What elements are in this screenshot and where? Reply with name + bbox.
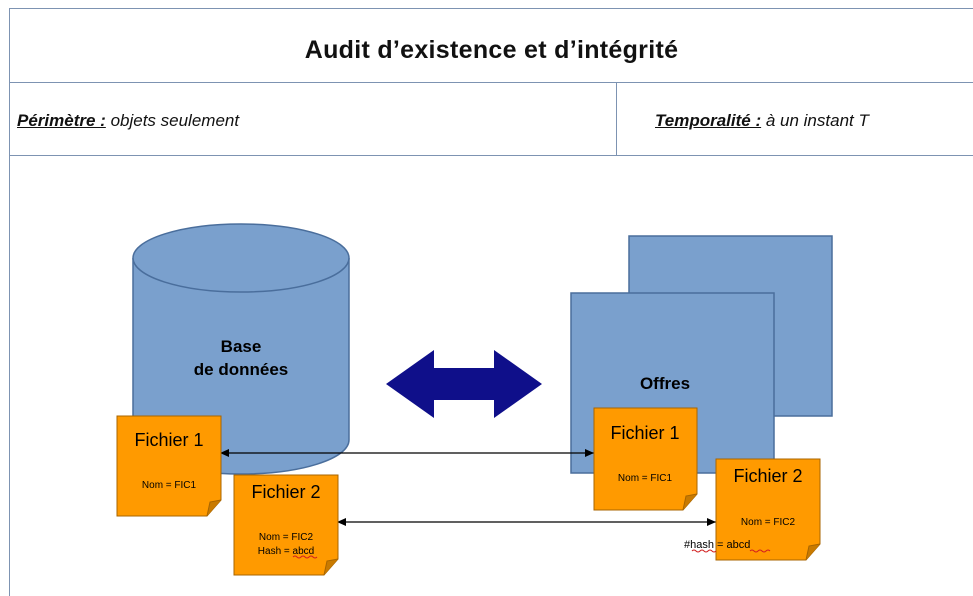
perimetre-label: Périmètre :: [17, 111, 106, 130]
db-file-2-hash: Hash = abcd: [258, 546, 314, 557]
spellcheck-underline: [292, 555, 318, 559]
db-file-2-title: Fichier 2: [251, 482, 320, 502]
spellcheck-underline: [691, 549, 717, 553]
offer-file-2-title: Fichier 2: [733, 466, 802, 486]
scope-row: [9, 82, 973, 156]
note-fold: [206, 499, 222, 517]
page-title: Audit d’existence et d’intégrité: [304, 36, 679, 64]
offer-file-1-name: Nom = FIC1: [618, 473, 673, 484]
note-fold: [323, 558, 339, 576]
note-fold: [682, 493, 698, 511]
offer-file-1-note: Fichier 1 Nom = FIC1: [593, 407, 698, 511]
db-file-2-note: Fichier 2 Nom = FIC2 Hash = abcd: [233, 474, 339, 576]
db-file-1-title: Fichier 1: [134, 430, 203, 450]
db-file-1-name: Nom = FIC1: [142, 480, 197, 491]
database-label-line1: Base: [221, 337, 262, 356]
left-border: [9, 156, 10, 596]
offer-file-2-note: Fichier 2 Nom = FIC2: [715, 458, 821, 561]
note-fold: [805, 543, 821, 561]
perimetre-text: Périmètre : objets seulement: [17, 111, 239, 131]
db-file-2-name: Nom = FIC2: [259, 532, 314, 543]
database-label-line2: de données: [194, 360, 288, 379]
offers-label: Offres: [640, 374, 690, 393]
perimetre-value: objets seulement: [110, 111, 240, 130]
db-file-1-note: Fichier 1 Nom = FIC1: [116, 415, 222, 517]
offer-file-2-name: Nom = FIC2: [741, 517, 796, 528]
temporalite-value: à un instant T: [765, 111, 869, 130]
temporalite-text: Temporalité : à un instant T: [655, 111, 869, 131]
temporalite-label: Temporalité :: [655, 111, 762, 130]
hash-annotation: #hash = abcd: [684, 539, 750, 551]
cylinder-top: [132, 223, 350, 293]
title-cell: Audit d’existence et d’intégrité: [9, 8, 973, 83]
offer-file-1-title: Fichier 1: [610, 423, 679, 443]
comparison-double-arrow-icon: [386, 350, 542, 418]
spellcheck-underline: [749, 549, 771, 553]
scope-divider: [616, 82, 617, 156]
